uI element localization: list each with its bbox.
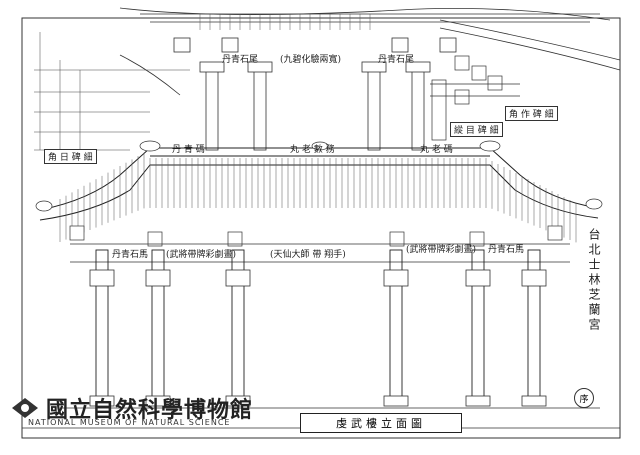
- label-right-box-2: 縱 目 碑 細: [450, 122, 503, 137]
- label-roof-center: 丸 老 數 務: [290, 145, 335, 155]
- vertical-site-note: 台北士林芝蘭宮: [587, 228, 601, 333]
- museum-watermark: 國立自然科學博物館 NATIONAL MUSEUM OF NATURAL SCI…: [10, 392, 254, 427]
- label-roof-left: 丹 青 碼: [172, 145, 205, 155]
- main-roof: [39, 147, 599, 221]
- label-beam-1: 丹青石馬: [112, 250, 149, 260]
- museum-name-cn: 國立自然科學博物館: [46, 398, 254, 423]
- main-beam: [70, 243, 570, 263]
- label-beam-5: 丹青石馬: [488, 245, 525, 255]
- upper-tiles: [199, 14, 371, 30]
- label-upper-left: 丹青石尾: [222, 55, 259, 65]
- label-upper-right: 丹青石尾: [378, 55, 415, 65]
- column-capitals: [89, 269, 547, 287]
- museum-name-en: NATIONAL MUSEUM OF NATURAL SCIENCE: [28, 418, 231, 427]
- label-roof-right: 丸 老 碼: [420, 145, 453, 155]
- right-bracket-stack: [430, 55, 520, 141]
- dimension-lines: [34, 32, 190, 151]
- label-beam-4: (武將帶牌彩劇畫): [406, 245, 477, 255]
- drawing-frame: [21, 17, 621, 439]
- drawing-stamp: 序: [574, 388, 594, 408]
- label-right-box-1: 角 作 碑 細: [505, 106, 558, 121]
- upper-columns: [205, 69, 425, 151]
- label-beam-3: (天仙大師 帶 翔手): [270, 250, 346, 260]
- column-bases: [89, 395, 547, 407]
- drawing-title: 虔武樓立面圖: [300, 413, 462, 433]
- eave-brackets: [69, 225, 563, 247]
- label-beam-2: (武將帶牌彩劇畫): [166, 250, 237, 260]
- label-upper-center: (九碧化驗兩寬): [280, 55, 342, 65]
- roof-ornaments: [35, 140, 603, 212]
- museum-logo-icon: [12, 398, 38, 418]
- roof-tiles: [59, 152, 577, 243]
- upper-brackets: [173, 37, 457, 73]
- label-left-box: 角 日 碑 細: [44, 149, 97, 164]
